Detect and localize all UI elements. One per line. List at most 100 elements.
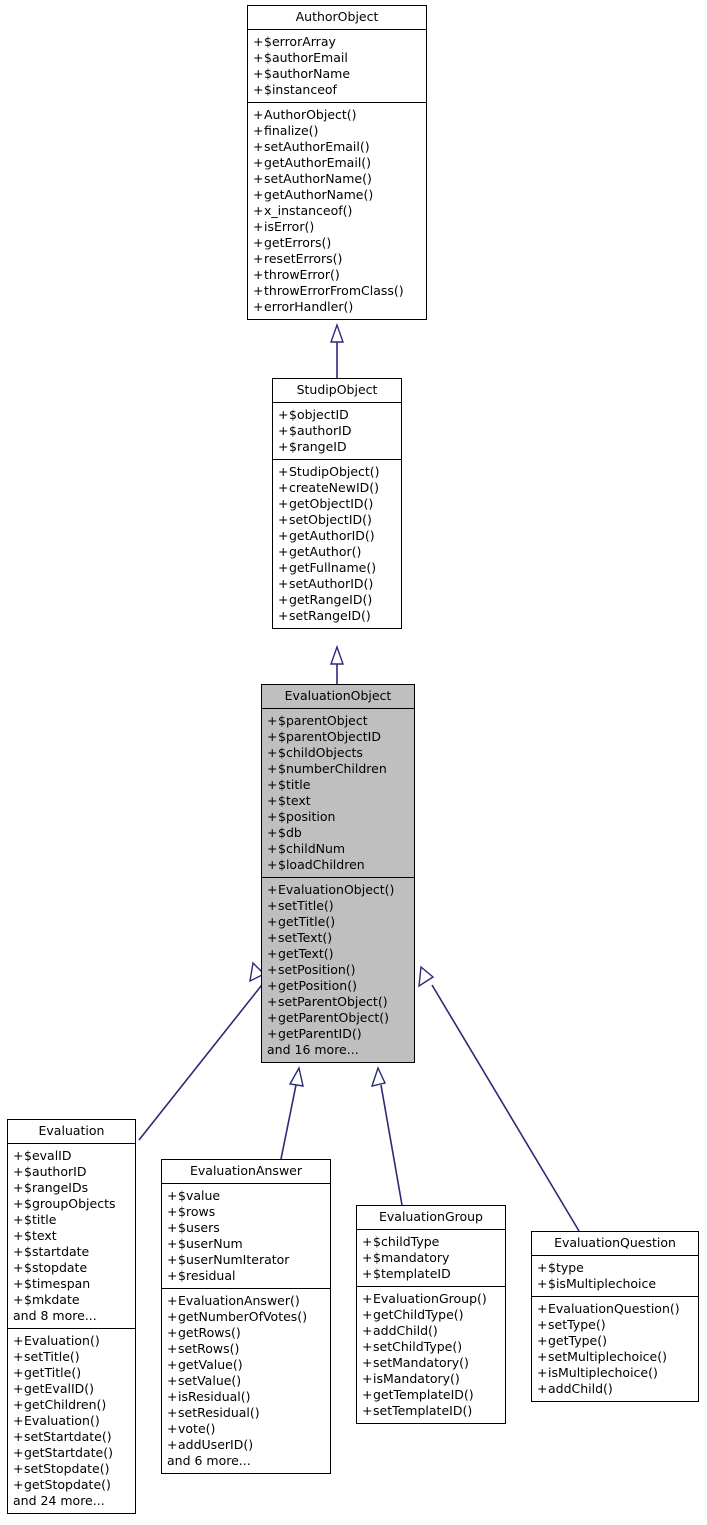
class-member: +$authorID: [278, 423, 352, 438]
visibility-marker: +: [278, 560, 289, 575]
class-member: +throwError(): [253, 267, 340, 282]
class-member: +getParentID(): [267, 1026, 362, 1041]
class-member: +getEvalID(): [13, 1381, 95, 1396]
class-member: +resetErrors(): [253, 251, 343, 266]
class-member: +$type: [537, 1260, 584, 1275]
class-member: +$stopdate: [13, 1260, 88, 1275]
class-box-authorobject[interactable]: AuthorObject +$errorArray+$authorEmail+$…: [247, 5, 427, 320]
class-member: +setAuthorName(): [253, 171, 372, 186]
class-member: +addChild(): [537, 1381, 613, 1396]
class-member: +$childType: [362, 1234, 440, 1249]
visibility-marker: +: [362, 1355, 373, 1370]
operations-evaluation: +Evaluation()+setTitle()+getTitle()+getE…: [8, 1329, 135, 1513]
edge-studipobject-to-authorobject: [330, 322, 344, 378]
class-box-evaluationanswer[interactable]: EvaluationAnswer +$value+$rows+$users+$u…: [161, 1159, 331, 1474]
visibility-marker: +: [267, 761, 278, 776]
class-member: +setAuthorID(): [278, 576, 374, 591]
visibility-marker: +: [167, 1341, 178, 1356]
class-member: +AuthorObject(): [253, 107, 357, 122]
visibility-marker: +: [253, 123, 264, 138]
class-member: +setObjectID(): [278, 512, 372, 527]
class-member: +getStartdate(): [13, 1445, 114, 1460]
visibility-marker: +: [362, 1403, 373, 1418]
visibility-marker: +: [362, 1371, 373, 1386]
edge-evaluation-to-evaluationobject: [138, 961, 266, 1141]
visibility-marker: +: [537, 1349, 548, 1364]
operations-evaluationquestion: +EvaluationQuestion()+setType()+getType(…: [532, 1297, 698, 1401]
visibility-marker: +: [13, 1164, 24, 1179]
class-member: +setMandatory(): [362, 1355, 469, 1370]
class-box-studipobject[interactable]: StudipObject +$objectID+$authorID+$range…: [272, 378, 402, 629]
class-member: +$timespan: [13, 1276, 91, 1291]
visibility-marker: +: [267, 994, 278, 1009]
class-member: +$userNum: [167, 1236, 243, 1251]
class-member: +$parentObject: [267, 713, 368, 728]
visibility-marker: +: [362, 1266, 373, 1281]
visibility-marker: +: [278, 528, 289, 543]
visibility-marker: +: [267, 914, 278, 929]
visibility-marker: +: [537, 1276, 548, 1291]
class-member: +setValue(): [167, 1373, 242, 1388]
class-member: +$startdate: [13, 1244, 90, 1259]
visibility-marker: +: [278, 608, 289, 623]
class-member: +$db: [267, 825, 302, 840]
visibility-marker: +: [167, 1204, 178, 1219]
visibility-marker: +: [167, 1309, 178, 1324]
visibility-marker: +: [537, 1365, 548, 1380]
class-member: +getPosition(): [267, 978, 357, 993]
class-member: +getTitle(): [267, 914, 336, 929]
class-member: +$value: [167, 1188, 221, 1203]
class-member: +getValue(): [167, 1357, 243, 1372]
attributes-evaluation: +$evalID+$authorID+$rangeIDs+$groupObjec…: [8, 1144, 135, 1329]
visibility-marker: +: [278, 423, 289, 438]
class-box-evaluationobject[interactable]: EvaluationObject +$parentObject+$parentO…: [261, 684, 415, 1063]
visibility-marker: +: [267, 809, 278, 824]
visibility-marker: +: [13, 1381, 24, 1396]
visibility-marker: +: [267, 777, 278, 792]
operations-evaluationgroup: +EvaluationGroup()+getChildType()+addChi…: [357, 1287, 505, 1423]
class-member: +$mkdate: [13, 1292, 80, 1307]
attributes-evaluationobject: +$parentObject+$parentObjectID+$childObj…: [262, 709, 414, 878]
visibility-marker: +: [537, 1333, 548, 1348]
class-member: +EvaluationObject(): [267, 882, 395, 897]
class-member: +setAuthorEmail(): [253, 139, 370, 154]
class-box-evaluationgroup[interactable]: EvaluationGroup +$childType+$mandatory+$…: [356, 1205, 506, 1424]
class-member: +setParentObject(): [267, 994, 388, 1009]
class-member: +setRangeID(): [278, 608, 371, 623]
class-box-evaluation[interactable]: Evaluation +$evalID+$authorID+$rangeIDs+…: [7, 1119, 136, 1514]
class-member: +getRangeID(): [278, 592, 373, 607]
edge-evaluationobject-to-studipobject: [330, 644, 344, 684]
operations-evaluationobject: +EvaluationObject()+setTitle()+getTitle(…: [262, 878, 414, 1062]
class-member: +setTitle(): [267, 898, 334, 913]
visibility-marker: +: [13, 1477, 24, 1492]
visibility-marker: +: [253, 219, 264, 234]
class-name-evaluationanswer: EvaluationAnswer: [162, 1160, 330, 1184]
visibility-marker: +: [13, 1212, 24, 1227]
visibility-marker: +: [253, 171, 264, 186]
class-box-evaluationquestion[interactable]: EvaluationQuestion +$type+$isMultiplecho…: [531, 1231, 699, 1402]
class-name-evaluationgroup: EvaluationGroup: [357, 1206, 505, 1230]
visibility-marker: +: [13, 1429, 24, 1444]
class-member: +$isMultiplechoice: [537, 1276, 657, 1291]
class-member: +Evaluation(): [13, 1413, 100, 1428]
class-member: and 8 more...: [13, 1308, 97, 1323]
attributes-authorobject: +$errorArray+$authorEmail+$authorName+$i…: [248, 30, 426, 103]
visibility-marker: +: [267, 841, 278, 856]
visibility-marker: +: [253, 34, 264, 49]
visibility-marker: +: [13, 1180, 24, 1195]
class-member: +$text: [13, 1228, 57, 1243]
class-member: +$errorArray: [253, 34, 336, 49]
class-member: +$rows: [167, 1204, 216, 1219]
visibility-marker: +: [253, 82, 264, 97]
visibility-marker: +: [167, 1421, 178, 1436]
class-member: +$evalID: [13, 1148, 72, 1163]
visibility-marker: +: [278, 439, 289, 454]
attributes-evaluationanswer: +$value+$rows+$users+$userNum+$userNumIt…: [162, 1184, 330, 1289]
class-name-evaluation: Evaluation: [8, 1120, 135, 1144]
visibility-marker: +: [253, 283, 264, 298]
class-member: +isMultiplechoice(): [537, 1365, 658, 1380]
class-member: +$objectID: [278, 407, 349, 422]
visibility-marker: +: [253, 251, 264, 266]
class-member: +$userNumIterator: [167, 1252, 290, 1267]
